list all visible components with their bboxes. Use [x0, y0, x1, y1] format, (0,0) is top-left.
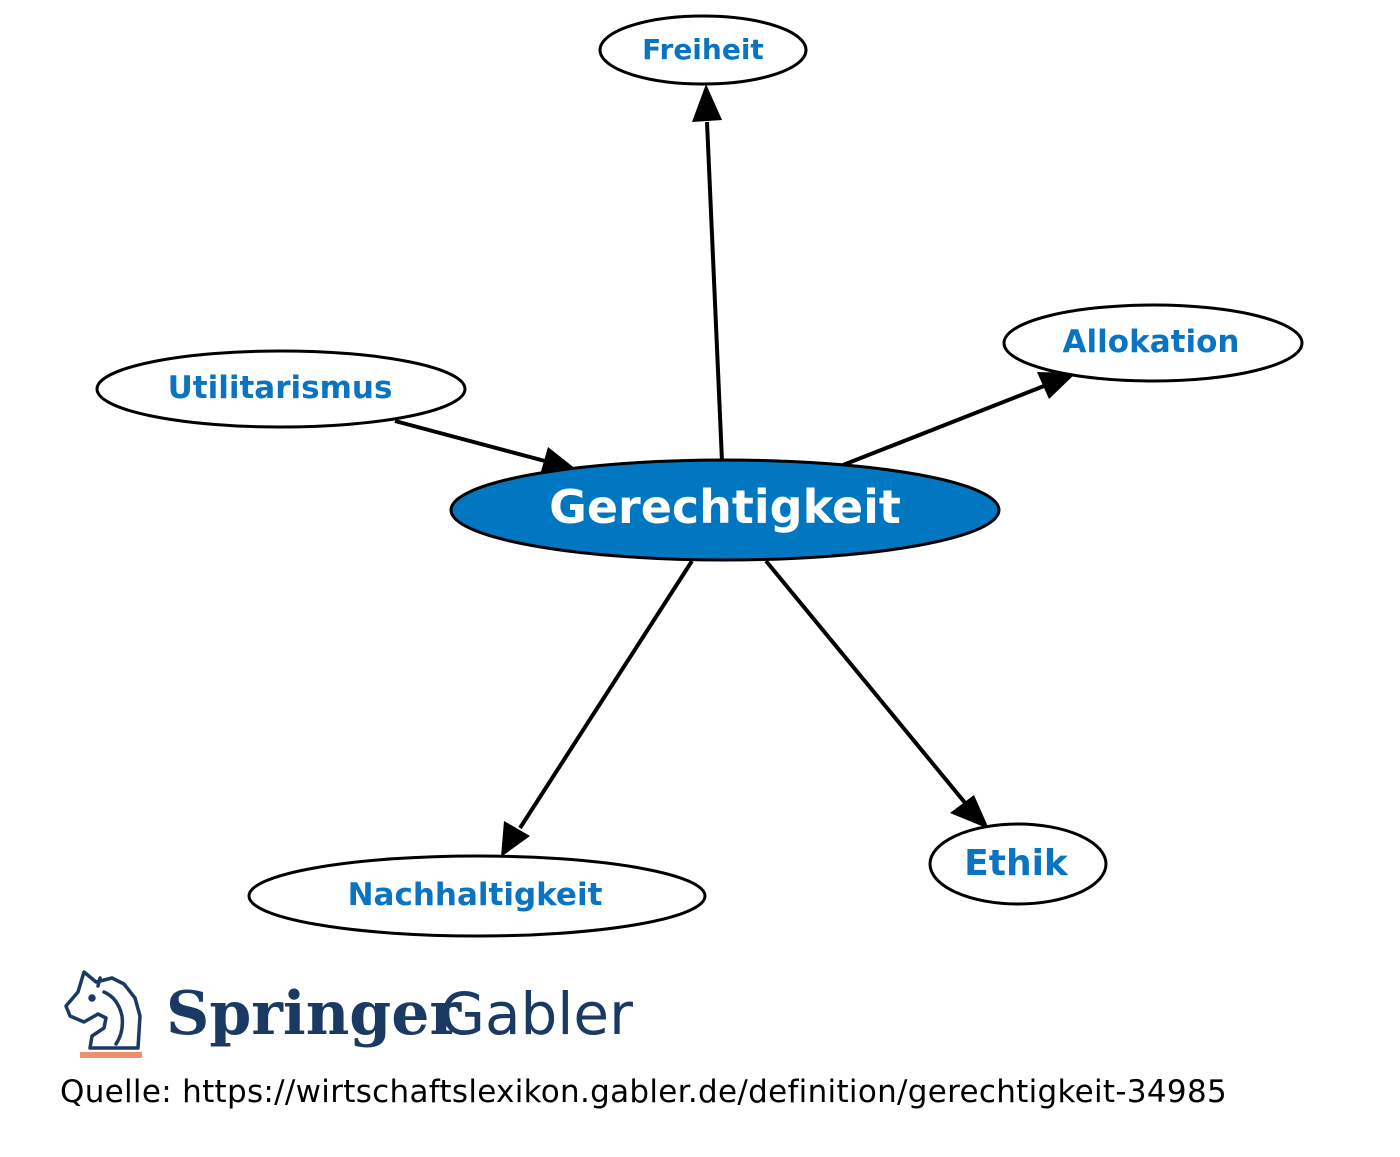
edge-gerechtigkeit-ethik	[764, 559, 968, 806]
edge-gerechtigkeit-allokation	[842, 384, 1045, 467]
node-utilitarismus-shape	[95, 349, 467, 429]
node-freiheit-shape	[598, 14, 808, 86]
node-nachhaltigkeit-label: Nachhaltigkeit	[348, 877, 603, 913]
edges	[394, 121, 1045, 830]
edge-gerechtigkeit-freiheit	[705, 121, 724, 462]
node-utilitarismus-label: Utilitarismus	[168, 370, 393, 406]
knight-horse-icon	[64, 970, 142, 1050]
node-freiheit-label: Freiheit	[642, 33, 764, 66]
node-gerechtigkeit-shape	[449, 458, 1001, 562]
logo-gabler-word: Gabler	[440, 980, 633, 1048]
node-allokation[interactable]: Allokation	[1002, 303, 1304, 383]
node-ethik-shape	[928, 822, 1108, 906]
node-gerechtigkeit-label: Gerechtigkeit	[549, 480, 901, 534]
edge-gerechtigkeit-nachhaltigkeit	[518, 559, 694, 830]
node-ethik[interactable]: Ethik	[928, 822, 1108, 906]
node-freiheit[interactable]: Freiheit	[598, 14, 808, 86]
node-ethik-label: Ethik	[964, 843, 1069, 884]
logo-accent-bar	[80, 1052, 142, 1058]
arrowhead-nachhaltigkeit	[501, 821, 530, 857]
arrowhead-freiheit	[692, 84, 722, 122]
arrowhead-ethik	[950, 795, 989, 829]
node-gerechtigkeit[interactable]: Gerechtigkeit	[449, 458, 1001, 562]
edge-utilitarismus-gerechtigkeit	[394, 419, 546, 463]
node-utilitarismus[interactable]: Utilitarismus	[95, 349, 467, 429]
node-allokation-label: Allokation	[1063, 324, 1240, 360]
node-nachhaltigkeit-shape	[247, 854, 707, 938]
source-citation: Quelle: https://wirtschaftslexikon.gable…	[60, 1074, 1227, 1110]
logo-springer-word: Springer	[166, 979, 462, 1049]
arrowhead-allokation	[1037, 372, 1076, 399]
node-nachhaltigkeit[interactable]: Nachhaltigkeit	[247, 854, 707, 938]
node-allokation-shape	[1002, 303, 1304, 383]
springer-gabler-logo: Springer Gabler	[64, 970, 633, 1058]
